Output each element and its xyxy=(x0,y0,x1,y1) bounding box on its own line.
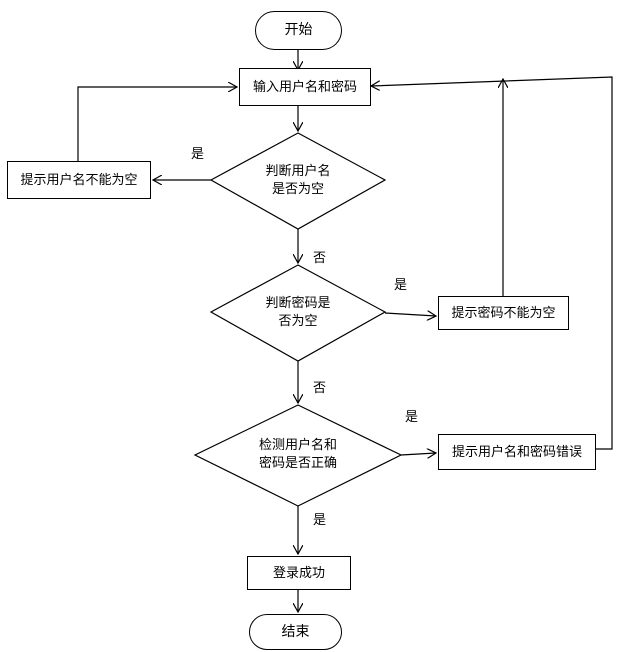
user-empty-message-label: 提示用户名不能为空 xyxy=(20,172,138,188)
credential-error-message-box: 提示用户名和密码错误 xyxy=(438,434,596,470)
decision-user-empty-line2: 是否为空 xyxy=(271,182,324,197)
input-credentials-label: 输入用户名和密码 xyxy=(252,79,357,95)
start-terminal: 开始 xyxy=(255,11,342,50)
decision-pwd-empty-line1: 判断密码是 xyxy=(265,296,331,311)
decision-verify-line2: 密码是否正确 xyxy=(258,456,337,471)
edge-error-back xyxy=(371,76,613,450)
user-empty-message-box: 提示用户名不能为空 xyxy=(7,161,151,199)
credential-error-message-label: 提示用户名和密码错误 xyxy=(451,444,582,460)
decision-user-empty-text: 判断用户名 是否为空 xyxy=(238,162,358,200)
start-label: 开始 xyxy=(284,22,313,38)
edge-label-user-no: 否 xyxy=(313,251,327,266)
decision-verify-line1: 检测用户名和 xyxy=(258,438,337,453)
edge-user-msg-back xyxy=(77,87,237,161)
edge-label-user-yes: 是 xyxy=(191,147,205,162)
decision-pwd-empty-line2: 否为空 xyxy=(278,314,318,329)
edge-label-pwd-yes: 是 xyxy=(394,278,408,293)
login-success-box: 登录成功 xyxy=(247,556,351,590)
end-label: 结束 xyxy=(281,623,310,640)
login-success-label: 登录成功 xyxy=(272,565,325,581)
end-terminal: 结束 xyxy=(249,614,342,650)
edge-label-verify-yes-success: 是 xyxy=(313,513,327,528)
input-credentials-box: 输入用户名和密码 xyxy=(239,68,371,106)
pwd-empty-message-label: 提示密码不能为空 xyxy=(451,305,556,321)
decision-verify-text: 检测用户名和 密码是否正确 xyxy=(233,436,363,474)
edge-label-verify-yes-error: 是 xyxy=(405,410,419,425)
pwd-empty-message-box: 提示密码不能为空 xyxy=(438,296,569,330)
edge-verify-yes xyxy=(400,453,436,455)
edge-label-pwd-no: 否 xyxy=(313,381,327,396)
edge-pwd-yes xyxy=(384,313,436,316)
decision-pwd-empty-text: 判断密码是 否为空 xyxy=(238,294,358,332)
decision-user-empty-line1: 判断用户名 xyxy=(265,164,331,179)
